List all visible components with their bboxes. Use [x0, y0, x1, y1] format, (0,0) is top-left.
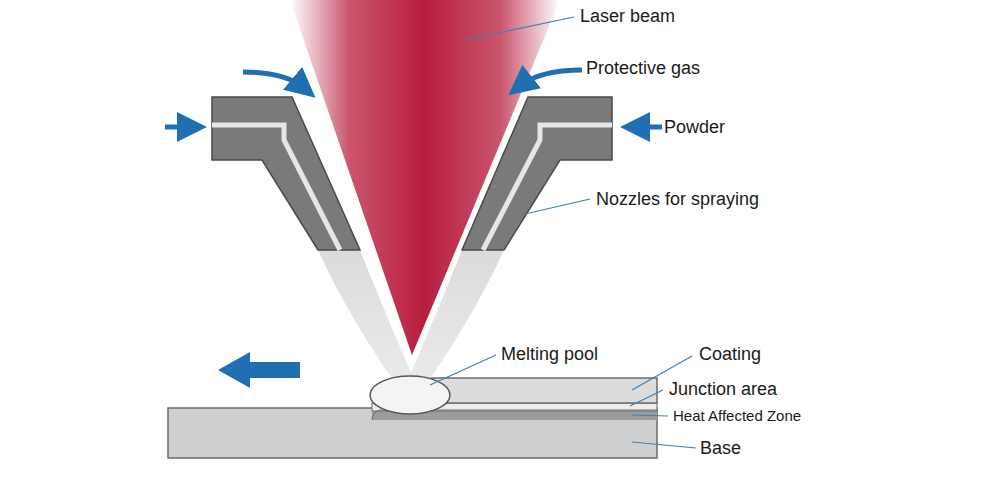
powder-inlet-arrow — [165, 125, 192, 130]
travel-direction-arrow — [218, 352, 300, 388]
powder-channel — [212, 125, 340, 250]
nozzle-body — [212, 97, 360, 250]
base-plate — [168, 408, 657, 458]
gas-inlet-arrow — [520, 70, 582, 86]
part-label: Protective gas — [586, 58, 700, 79]
powder-channel — [483, 125, 612, 250]
part-label: Coating — [699, 344, 761, 365]
gas-inlet-arrow — [243, 72, 304, 88]
part-label: Melting pool — [501, 344, 598, 365]
part-label: Junction area — [669, 379, 777, 400]
powder-inlet-arrow — [635, 125, 662, 130]
part-label: Heat Affected Zone — [673, 407, 801, 424]
part-label: Laser beam — [580, 6, 675, 27]
leader-lines — [430, 17, 696, 448]
part-label: Powder — [664, 117, 725, 138]
part-label: Nozzles for spraying — [596, 189, 759, 210]
nozzle-body — [462, 97, 612, 250]
part-label: Base — [700, 438, 741, 459]
